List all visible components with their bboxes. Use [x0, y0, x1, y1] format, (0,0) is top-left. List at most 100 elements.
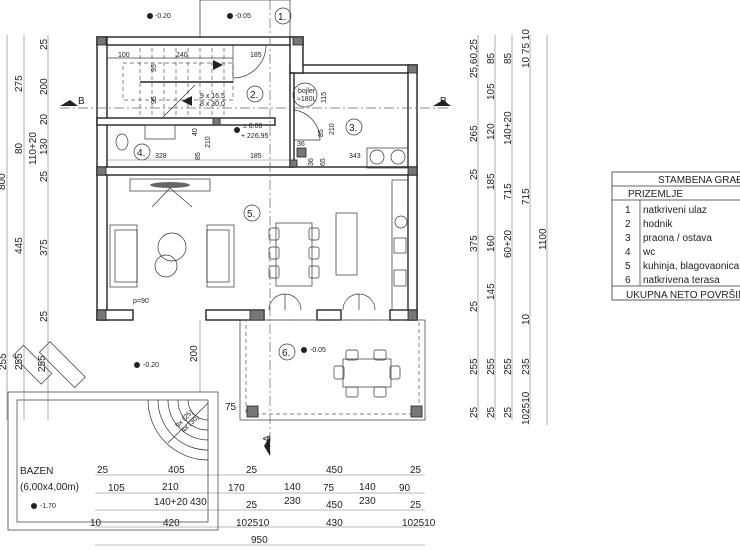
dimension-label: 375 [39, 239, 50, 256]
dimension-label: 185 [250, 52, 262, 59]
plan-line [147, 399, 209, 461]
plan-line [301, 347, 307, 353]
plan-line [407, 64, 418, 321]
dimension-label: 6. [282, 348, 290, 359]
window-label: p=90 [133, 298, 149, 305]
plan-line [393, 237, 407, 254]
section-b-left-marker [60, 100, 78, 106]
dimension-label: 5. [247, 209, 255, 220]
dimension-label: 235 [521, 358, 532, 375]
living-furniture [109, 178, 409, 311]
level-markers: -0.20 -0.05 ± 0.00 + 226,95 -0.20 -0.05 … [31, 13, 326, 510]
plan-line [114, 229, 138, 283]
dimension-label: 25 [246, 465, 258, 476]
plan-line [268, 246, 280, 260]
plan-line [369, 149, 385, 165]
dimension-label: 210 [205, 136, 212, 148]
plan-line [12, 344, 53, 385]
dimension-label: 1. [278, 12, 286, 23]
plan-line [345, 349, 359, 361]
dimension-label: 420 [163, 518, 180, 529]
dimension-label: 4. [137, 148, 145, 159]
dimension-label: 200 [189, 345, 200, 362]
dimension-label: 185 [486, 173, 497, 190]
plan-line [373, 386, 387, 398]
plan-line [243, 204, 261, 222]
plan-line [274, 7, 292, 25]
section-b-right-label: B [440, 96, 447, 107]
dimension-label: 25,60,25 [469, 39, 480, 78]
washing-machines [366, 147, 409, 169]
plan-line [96, 36, 107, 46]
plan-line [335, 212, 358, 276]
left-dimensions: 275 80 800 110+20 445 25 200 20 130 25 3… [0, 35, 50, 420]
dimension-label: 255 [469, 358, 480, 375]
plan-line [333, 365, 345, 380]
plan-line [391, 179, 409, 311]
dimension-label: 25 [469, 406, 480, 418]
dimension-label: 2. [250, 90, 258, 101]
dimension-label: 230 [284, 496, 301, 507]
dimension-label: 25 [39, 310, 50, 322]
dimension-label: 102510 [521, 391, 532, 425]
plan-line [182, 96, 192, 106]
toilet [115, 133, 129, 151]
section-b-right-marker [433, 100, 451, 106]
dimension-label: 10 75 10 [521, 29, 532, 68]
dimension-label: 25 [39, 38, 50, 50]
plan-line [96, 36, 108, 321]
dimension-label: 75 [323, 483, 335, 494]
plan-line [212, 117, 221, 126]
stair-run-label: 8 x 30,0 [200, 101, 225, 108]
dimension-label: 255 [503, 358, 514, 375]
dimension-label: 95 [151, 64, 158, 72]
dimension-label: 75 [225, 402, 237, 413]
plan-line [308, 246, 320, 260]
dimension-label: 80 [14, 142, 25, 154]
pool [7, 341, 219, 531]
dimension-label: 950 [251, 535, 268, 546]
dimension-label: 25 [97, 465, 109, 476]
dimension-label: 255 [486, 358, 497, 375]
dimension-label: 25 [469, 168, 480, 180]
dimension-label: 1100 [538, 228, 549, 250]
dimension-label: 130 [39, 138, 50, 155]
plan-line [389, 365, 401, 380]
plan-line [96, 309, 107, 321]
plan-line [393, 269, 407, 287]
plan-line [268, 293, 302, 311]
dimension-label: 102510 [402, 518, 436, 529]
boiler-label: bojler [298, 88, 316, 95]
plan-line [611, 171, 740, 301]
dimension-label: natkriveni ulaz [643, 205, 707, 216]
dimension-label: 140+20 [503, 111, 514, 145]
plan-line [16, 399, 209, 523]
dimension-label: 110+20 [28, 132, 39, 165]
dimension-label: 5 [625, 261, 631, 272]
dimension-label: 430 [190, 497, 207, 508]
plan-line [410, 405, 423, 418]
plan-line [246, 85, 264, 103]
plan-line [169, 187, 193, 208]
plan-line [407, 166, 418, 176]
boiler [292, 82, 318, 108]
dimension-label: ± 0.00 [243, 123, 263, 130]
dimension-label: 25 [486, 406, 497, 418]
plan-line [278, 343, 296, 361]
plan-line [96, 117, 276, 126]
pool-name: BAZEN [20, 466, 53, 477]
plan-line [308, 265, 320, 279]
plan-line [206, 224, 235, 288]
plan-line [38, 341, 86, 389]
sink [144, 124, 176, 140]
plan-line [96, 166, 107, 176]
bottom-dimensions: 25 405 25 450 25 105 210 170 140 75 140 … [90, 465, 436, 546]
dimension-label: 255 [37, 355, 48, 372]
dimension-label: 1 [625, 205, 631, 216]
dimension-label: -1.70 [40, 503, 56, 510]
laundry-door [293, 109, 321, 141]
plan-line [167, 402, 209, 444]
plan-line [308, 227, 320, 241]
